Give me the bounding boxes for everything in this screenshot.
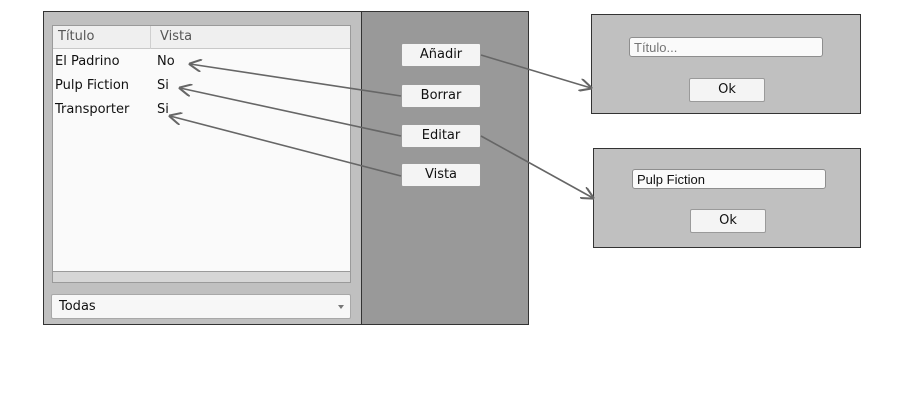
cell-title: Transporter	[55, 102, 130, 117]
title-input[interactable]	[629, 37, 823, 57]
edit-title-input[interactable]	[632, 169, 826, 189]
movie-list-panel: Título Vista El Padrino No Pulp Fiction …	[44, 12, 362, 324]
edit-movie-dialog: Ok	[593, 148, 861, 248]
table-row[interactable]: El Padrino No	[53, 51, 350, 75]
add-dialog-ok-button[interactable]: Ok	[689, 78, 765, 102]
edit-button[interactable]: Editar	[401, 124, 481, 148]
chevron-down-icon	[338, 305, 344, 309]
filter-dropdown[interactable]: Todas	[51, 294, 351, 319]
mark-seen-button[interactable]: Vista	[401, 163, 481, 187]
table-row[interactable]: Pulp Fiction Si	[53, 75, 350, 99]
add-movie-dialog: Ok	[591, 14, 861, 114]
delete-button[interactable]: Borrar	[401, 84, 481, 108]
add-button[interactable]: Añadir	[401, 43, 481, 67]
column-header-title[interactable]: Título	[58, 29, 95, 44]
horizontal-scrollbar[interactable]	[52, 271, 351, 283]
cell-seen: Si	[157, 102, 169, 117]
edit-dialog-ok-button[interactable]: Ok	[690, 209, 766, 233]
movies-table: Título Vista El Padrino No Pulp Fiction …	[52, 25, 351, 283]
table-header: Título Vista	[53, 26, 350, 49]
table-row[interactable]: Transporter Si	[53, 99, 350, 123]
column-separator	[150, 26, 151, 49]
cell-title: El Padrino	[55, 54, 120, 69]
cell-seen: No	[157, 54, 175, 69]
filter-selected-value: Todas	[59, 299, 96, 314]
cell-title: Pulp Fiction	[55, 78, 130, 93]
cell-seen: Si	[157, 78, 169, 93]
column-header-seen[interactable]: Vista	[160, 29, 193, 44]
